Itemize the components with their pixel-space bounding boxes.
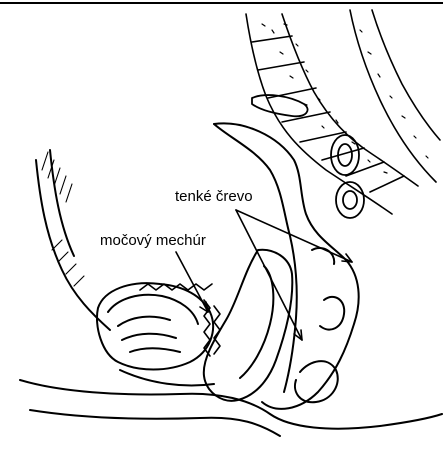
bladder-label: močový mechúr (98, 232, 208, 250)
bladder-outline (97, 283, 213, 369)
abdominal-wall-hatching (42, 152, 84, 286)
small-intestine-label: tenké črevo (173, 188, 255, 206)
small-intestine-outline (214, 123, 359, 408)
label-pointer-lines (176, 210, 352, 340)
rectum-loops (252, 95, 364, 218)
